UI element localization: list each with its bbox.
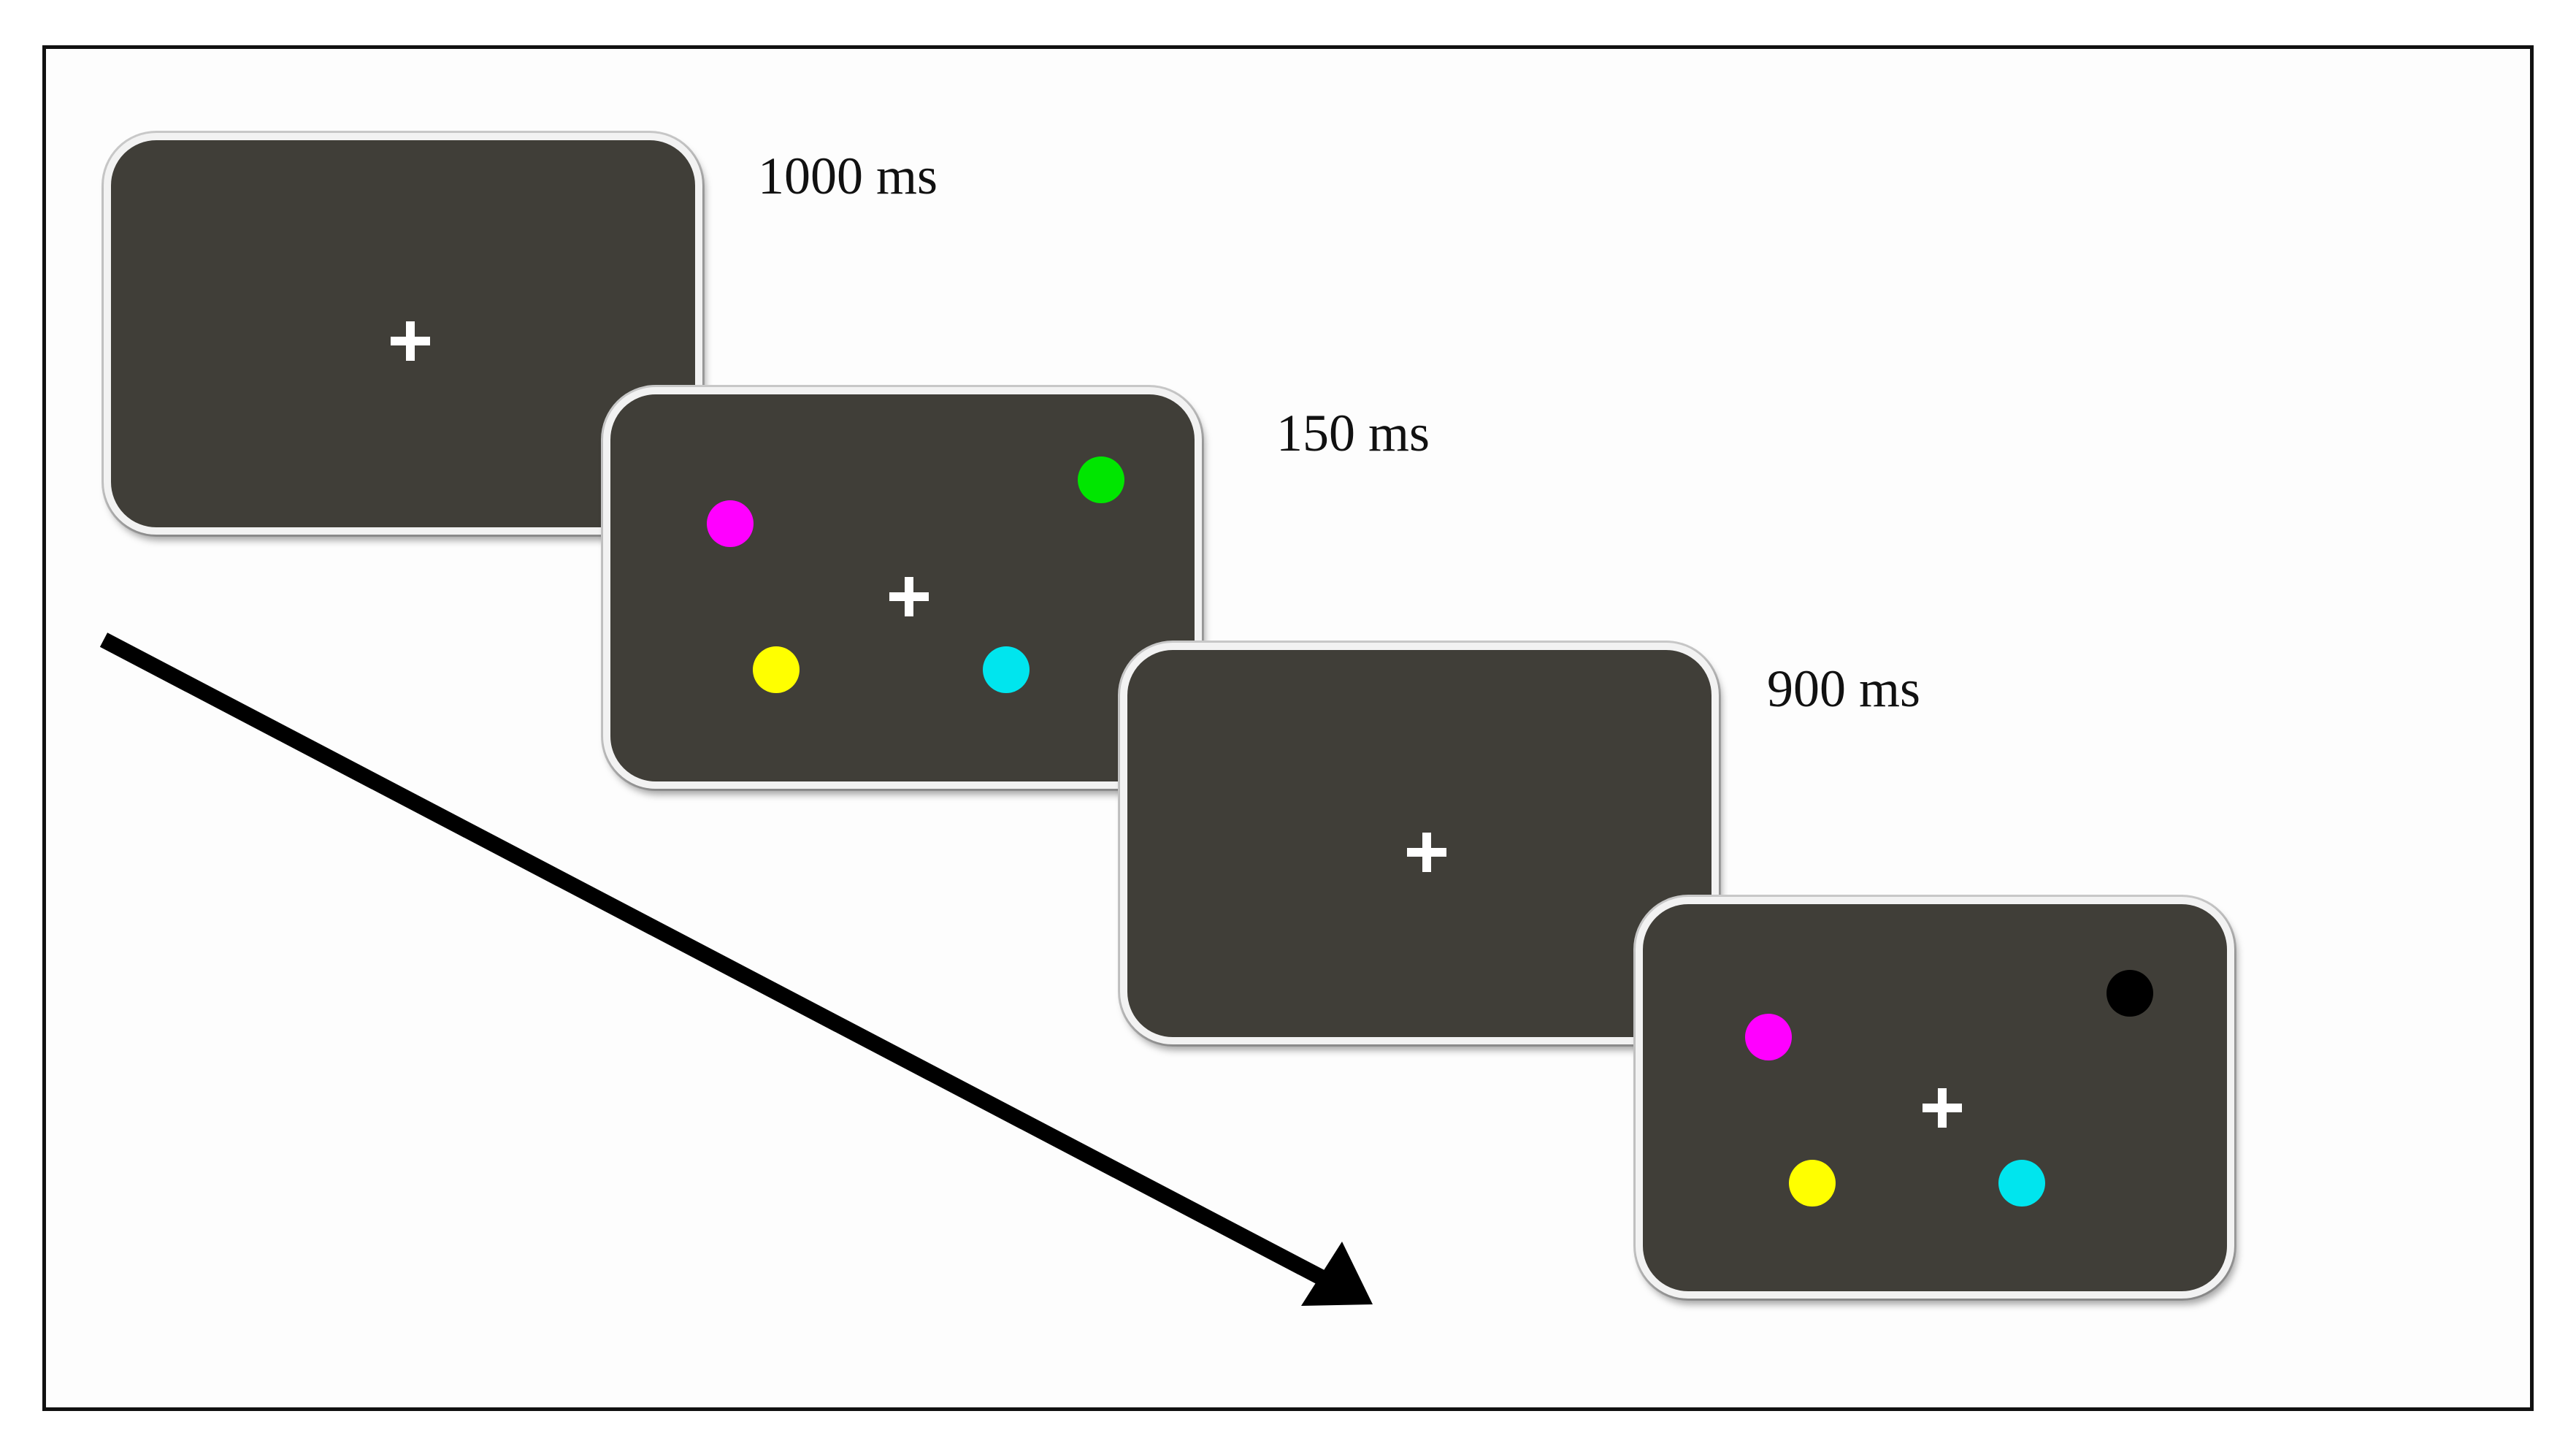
yellow-dot [753,646,800,693]
duration-label-2: 150 ms [1276,404,1430,462]
test-array-screen [1636,897,2234,1299]
time-arrow-shaft [99,632,1330,1287]
memory-array-screen [603,387,1202,789]
fixation-screen-2 [1120,643,1719,1044]
magenta-dot [1745,1014,1792,1060]
green-dot [1078,456,1124,503]
magenta-dot [707,500,754,547]
cyan-dot [1998,1160,2045,1207]
duration-label-1: 1000 ms [758,147,938,205]
fixation-screen-1 [104,133,702,535]
fixation-cross-icon [1407,833,1446,872]
black-dot [2107,970,2153,1017]
yellow-dot [1789,1160,1836,1207]
fixation-cross-icon [391,321,430,361]
fixation-cross-icon [1923,1088,1962,1128]
cyan-dot [983,646,1030,693]
duration-label-3: 900 ms [1767,659,1921,718]
fixation-cross-icon [889,577,929,616]
time-arrow-head [1301,1242,1373,1306]
